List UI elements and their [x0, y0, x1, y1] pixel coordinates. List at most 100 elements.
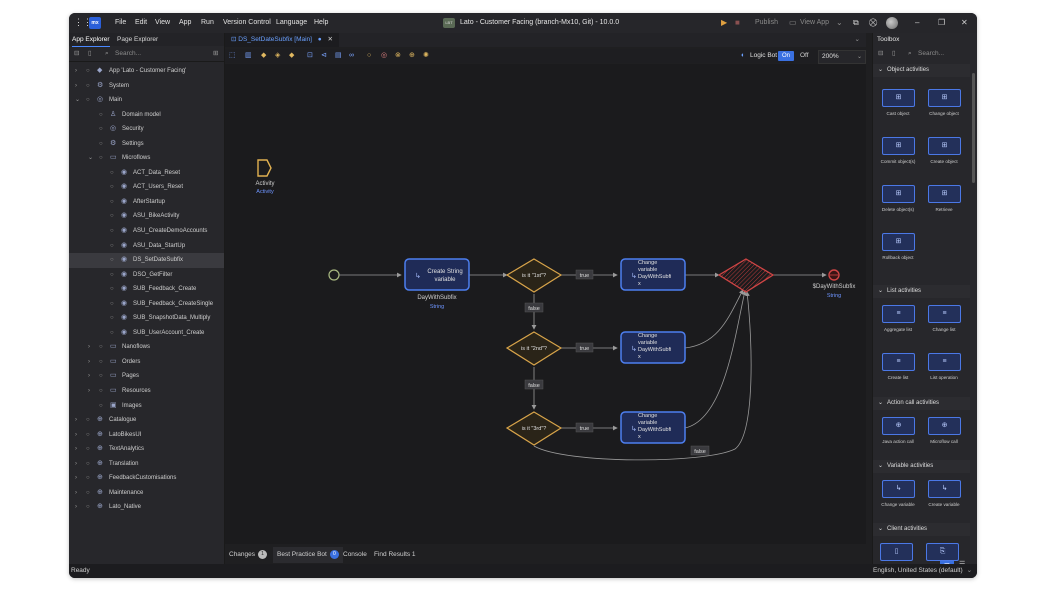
tree-item[interactable]: ○♙Domain model: [69, 108, 224, 123]
toolbox-scrollbar[interactable]: [970, 61, 977, 561]
chevron-right-icon[interactable]: ›: [88, 344, 90, 351]
toolbox-item-client-2[interactable]: ⎘: [919, 541, 965, 578]
tree-item[interactable]: ›○⊕Lato_Native: [69, 500, 224, 515]
chevron-right-icon[interactable]: ›: [75, 460, 77, 467]
tree-item[interactable]: ›○◆App 'Lato - Customer Facing': [69, 64, 224, 79]
menu-language[interactable]: Language: [276, 19, 308, 26]
chevron-right-icon[interactable]: ›: [75, 446, 77, 453]
section-action-call-activities[interactable]: ⌄Action call activities: [873, 397, 970, 410]
toolbox-item[interactable]: ⊕Java action call: [875, 415, 921, 461]
start-event-icon[interactable]: ○: [367, 52, 372, 59]
collapse-all-icon[interactable]: ⊟: [878, 50, 884, 57]
tree-item[interactable]: ○▣Images: [69, 399, 224, 414]
toolbox-view-icon[interactable]: ▯: [892, 50, 896, 57]
link-tool-icon[interactable]: ∞: [349, 52, 354, 59]
publish-button[interactable]: Publish: [755, 19, 778, 26]
maximize-icon[interactable]: ❐: [938, 18, 946, 27]
toolbox-item[interactable]: ⊞Cast object: [875, 87, 921, 133]
explorer-search-input[interactable]: Search...: [115, 50, 142, 57]
section-object-activities[interactable]: ⌄Object activities: [873, 64, 970, 77]
chevron-right-icon[interactable]: ›: [88, 373, 90, 380]
microflow-canvas[interactable]: Activity Activity ↳ Create String variab…: [225, 64, 866, 544]
annotation-icon[interactable]: ▤: [335, 52, 342, 59]
toolbox-item[interactable]: ≡Aggregate list: [875, 303, 921, 349]
tab-app-explorer[interactable]: App Explorer: [72, 33, 110, 47]
tab-close-icon[interactable]: ✕: [327, 36, 333, 43]
toolbox-search-input[interactable]: Search...: [918, 50, 945, 57]
marketplace-icon[interactable]: ⛒: [869, 18, 878, 27]
tree-item[interactable]: ○◎Security: [69, 122, 224, 137]
chevron-right-icon[interactable]: ›: [88, 358, 90, 365]
chevron-down-icon[interactable]: ⌄: [75, 97, 81, 104]
menu-app[interactable]: App: [179, 19, 192, 26]
toolbox-item[interactable]: ⊕Microflow call: [921, 415, 967, 461]
menu-run[interactable]: Run: [201, 19, 214, 26]
tree-item[interactable]: ›○⊕Maintenance: [69, 486, 224, 501]
flow-change2-to-merge[interactable]: [684, 289, 744, 349]
menu-edit[interactable]: Edit: [135, 19, 148, 26]
tree-item[interactable]: ⌄○▭Microflows: [69, 151, 224, 166]
section-list-activities[interactable]: ⌄List activities: [873, 285, 970, 298]
object-type-decision-icon[interactable]: ◈: [275, 52, 281, 59]
chevron-right-icon[interactable]: ›: [75, 504, 77, 511]
start-event[interactable]: [328, 269, 340, 281]
toolbox-item[interactable]: ⊞Rollback object: [875, 231, 921, 277]
merge-tool-icon[interactable]: ◆: [289, 52, 295, 59]
loop-tool-icon[interactable]: ⊡: [307, 52, 313, 59]
toolbox-item[interactable]: ⊞Retrieve: [921, 183, 967, 229]
error-end-icon[interactable]: ✺: [423, 52, 429, 59]
tree-item[interactable]: ›○⊕Translation: [69, 457, 224, 472]
chevron-down-icon[interactable]: ⌄: [88, 155, 94, 162]
change-variable-activity-2[interactable]: ↳ Change variable DayWithSubfi x: [620, 331, 686, 364]
tree-item[interactable]: ⌄○◎Main: [69, 93, 224, 108]
language-selector[interactable]: English, United States (default)⌄: [873, 564, 972, 578]
tree-item[interactable]: ○◉ASU_Data_StartUp: [69, 239, 224, 254]
collapse-all-icon[interactable]: ⊟: [74, 50, 80, 57]
view-app-icon[interactable]: ▭: [789, 18, 797, 27]
toolbox-item[interactable]: ≡List operation: [921, 351, 967, 397]
tree-item[interactable]: ○◉SUB_UserAccount_Create: [69, 326, 224, 341]
toolbox-item[interactable]: ⊞Change object: [921, 87, 967, 133]
break-event-icon[interactable]: ⊗: [395, 52, 401, 59]
chevron-right-icon[interactable]: ›: [75, 417, 77, 424]
toolbox-item[interactable]: ≡Create list: [875, 351, 921, 397]
decision-tool-icon[interactable]: ◆: [261, 52, 267, 59]
menu-help[interactable]: Help: [314, 19, 329, 26]
tree-item[interactable]: ○◉ASU_BikeActivity: [69, 209, 224, 224]
chevron-right-icon[interactable]: ›: [88, 388, 90, 395]
chevron-right-icon[interactable]: ›: [75, 68, 77, 74]
tree-item[interactable]: ○◉AfterStartup: [69, 195, 224, 210]
toolbox-item[interactable]: ⊞Commit object(s): [875, 135, 921, 181]
tree-item[interactable]: ›○⚙System: [69, 79, 224, 94]
close-icon[interactable]: ✕: [961, 18, 968, 27]
tree-item[interactable]: ○◉DS_SetDateSubfix: [69, 253, 224, 268]
zoom-select[interactable]: 200% ⌄: [818, 50, 866, 64]
tab-console[interactable]: Console: [343, 551, 367, 558]
stop-icon[interactable]: ■: [735, 18, 740, 27]
tabs-dropdown-icon[interactable]: ⌄: [854, 36, 860, 43]
avatar[interactable]: [886, 17, 898, 29]
toolbox-item-client-1[interactable]: ▯: [873, 541, 919, 578]
logic-bot-on-toggle[interactable]: On: [778, 51, 795, 61]
menu-version-control[interactable]: Version Control: [223, 19, 271, 26]
minimize-icon[interactable]: –: [915, 18, 920, 27]
chevron-right-icon[interactable]: ›: [75, 431, 77, 438]
section-variable-activities[interactable]: ⌄Variable activities: [873, 460, 970, 473]
toolbox-item[interactable]: ↳Create variable: [921, 478, 967, 524]
create-variable-activity[interactable]: [404, 258, 470, 291]
tree-item[interactable]: ›○▭Orders: [69, 355, 224, 370]
tree-item[interactable]: ○◉ACT_Data_Reset: [69, 166, 224, 181]
tree-item[interactable]: ○◉ACT_Users_Reset: [69, 180, 224, 195]
flow-decision3-false[interactable]: [533, 291, 752, 461]
tree-item[interactable]: ›○▭Resources: [69, 384, 224, 399]
tree-item[interactable]: ○◉SUB_Feedback_Create: [69, 282, 224, 297]
chevron-right-icon[interactable]: ›: [75, 475, 77, 482]
app-grid-icon[interactable]: ⋮⋮⋮: [74, 17, 101, 27]
menu-file[interactable]: File: [115, 19, 127, 26]
tree-item[interactable]: ○◉ASU_CreateDemoAccounts: [69, 224, 224, 239]
flow-change3-to-merge[interactable]: [684, 290, 747, 429]
change-variable-activity-3[interactable]: ↳ Change variable DayWithSubfi x: [620, 411, 686, 444]
view-app-button[interactable]: View App: [800, 19, 830, 26]
toolbox-item[interactable]: ≡Change list: [921, 303, 967, 349]
